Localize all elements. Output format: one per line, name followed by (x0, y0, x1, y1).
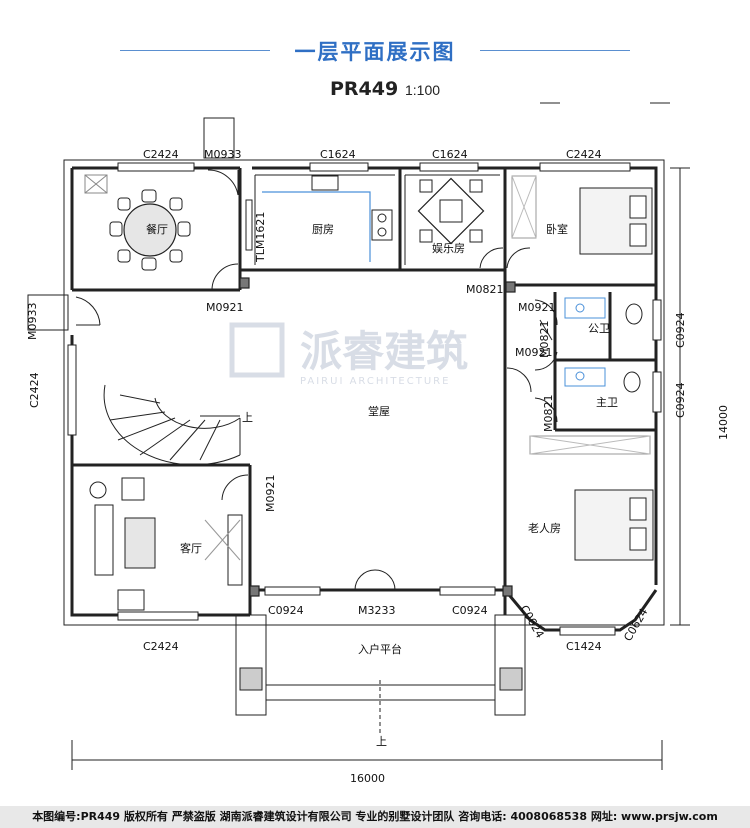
thin-walls (63, 159, 665, 626)
label-m0921-pub: M0921 (518, 301, 556, 314)
label-m0933-top: M0933 (204, 148, 242, 161)
room-dining: 餐厅 (146, 222, 168, 236)
title-rule-left (120, 50, 270, 51)
label-c0924-pub: C0924 (674, 312, 687, 348)
bath-fixtures (539, 297, 643, 393)
watermark: 派睿建筑 PAIRUI ARCHITECTURE (229, 322, 468, 387)
label-c2424-top-left: C2424 (143, 148, 179, 161)
label-c0924-master: C0924 (674, 382, 687, 418)
label-c2424-left: C2424 (28, 372, 41, 408)
label-tlm1621: TLM1621 (254, 212, 267, 263)
room-master-bath: 主卫 (596, 396, 618, 409)
room-hall: 堂屋 (368, 405, 390, 418)
windows (67, 162, 662, 636)
dimension-height: 14000 (717, 405, 730, 440)
label-stair-up: 上 (242, 411, 253, 424)
dimension-width: 16000 (350, 772, 385, 785)
label-c0624-left: C0624 (517, 603, 546, 640)
label-c0924-right: C0924 (452, 604, 488, 617)
entry-platform (235, 614, 526, 735)
room-living: 客厅 (180, 541, 202, 555)
title-rule-right (480, 50, 630, 51)
room-public-bath: 公卫 (588, 322, 610, 335)
game-table (417, 177, 485, 245)
label-c2424-bottom: C2424 (143, 640, 179, 653)
room-bedroom: 卧室 (546, 222, 568, 236)
plan-code: PR449 (330, 78, 399, 100)
label-m0821-ent: M0821 (466, 283, 504, 296)
corner-posts (239, 277, 516, 597)
elder-room-fixtures (529, 435, 654, 561)
watermark-en: PAIRUI ARCHITECTURE (300, 376, 450, 387)
watermark-cn: 派睿建筑 (300, 327, 468, 376)
doors (27, 117, 558, 591)
label-m0921-living: M0921 (264, 475, 277, 513)
plan-title: 一层平面展示图 (294, 40, 456, 64)
room-entertainment: 娱乐房 (432, 241, 465, 255)
room-entry-platform: 入户平台 (358, 642, 402, 656)
label-c0924-left: C0924 (268, 604, 304, 617)
label-m0933-left: M0933 (26, 303, 39, 341)
living-furniture (89, 477, 243, 611)
label-m0821-pub: M0821 (538, 321, 551, 359)
footer-copyright: 本图编号:PR449 版权所有 严禁盗版 湖南派睿建筑设计有限公司 专业的别墅设… (0, 806, 750, 828)
label-m0821-master: M0821 (542, 395, 555, 433)
spiral-stair (103, 384, 241, 466)
label-c1624-a: C1624 (320, 148, 356, 161)
dining-table (84, 174, 191, 271)
kitchen-fixtures (245, 175, 393, 262)
dimension-lines (71, 102, 690, 770)
room-elder: 老人房 (528, 522, 561, 535)
label-m3233: M3233 (358, 604, 396, 617)
plan-scale: 1:100 (405, 82, 441, 98)
bedroom-fixtures (511, 175, 653, 255)
label-c2424-top-right: C2424 (566, 148, 602, 161)
room-kitchen: 厨房 (312, 223, 334, 236)
label-entry-up: 上 (376, 735, 387, 748)
label-c1424: C1424 (566, 640, 602, 653)
floor-plan-drawing: 派睿建筑 PAIRUI ARCHITECTURE (26, 102, 730, 785)
label-m0921-master: M0921 (515, 346, 553, 359)
label-c1624-b: C1624 (432, 148, 468, 161)
plan-title-block: 一层平面展示图 (0, 36, 750, 66)
label-m0921-dining: M0921 (206, 301, 244, 314)
